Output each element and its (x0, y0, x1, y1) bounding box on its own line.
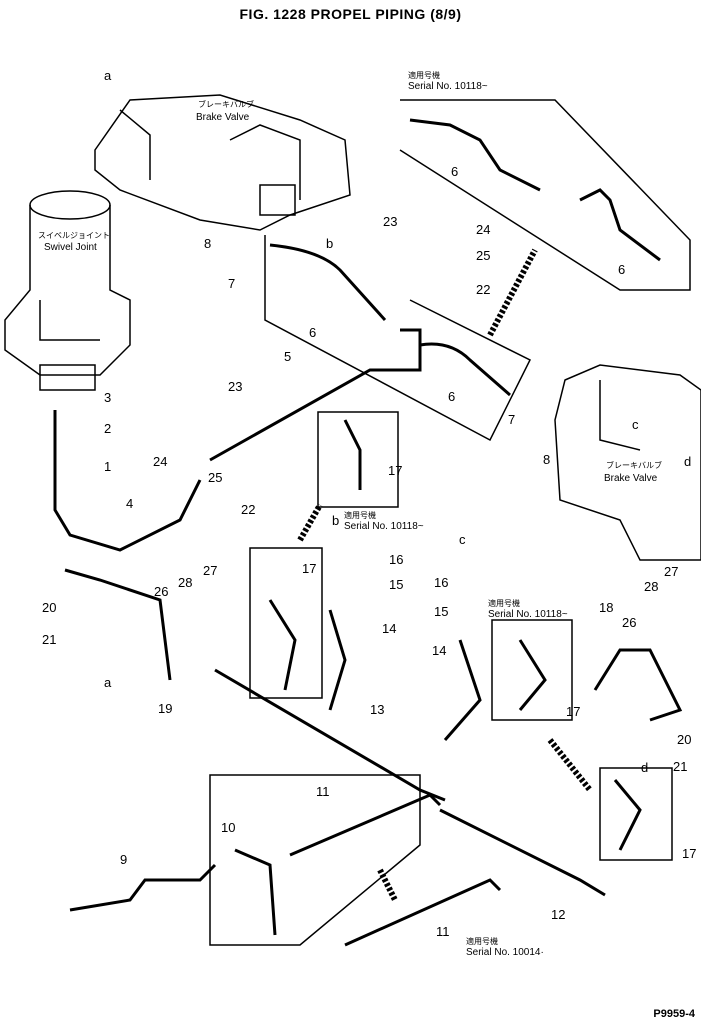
callout-7: 7 (508, 412, 515, 427)
callout-1: 1 (104, 459, 111, 474)
swivel-joint: スイベルジョイント Swivel Joint (4, 190, 131, 391)
serial-note-jp: 適用号機 (344, 510, 376, 520)
callout-21: 21 (42, 632, 56, 647)
callout-25: 25 (476, 248, 490, 263)
callout-24: 24 (153, 454, 167, 469)
brake-valve-right-jp-label: ブレーキバルブ (606, 460, 662, 470)
serial-note-jp: 適用号機 (466, 936, 498, 946)
callout-10: 10 (221, 820, 235, 835)
callout-15: 15 (389, 577, 403, 592)
variant-box-17d (599, 767, 673, 861)
pipes (53, 118, 683, 947)
view-arrow (297, 503, 323, 542)
callout-28: 28 (644, 579, 658, 594)
callout-16: 16 (434, 575, 448, 590)
callout-5: 5 (284, 349, 291, 364)
callout-25: 25 (208, 470, 222, 485)
callout-27: 27 (664, 564, 678, 579)
view-arrow (487, 248, 538, 337)
serial-note-jp: 適用号機 (408, 70, 440, 80)
brake-valve-right-label: Brake Valve (604, 473, 658, 484)
callout-21: 21 (673, 759, 687, 774)
callout-20: 20 (677, 732, 691, 747)
callout-11: 11 (316, 784, 330, 799)
variant-box-17a (317, 411, 399, 508)
brake-valve-label: Brake Valve (196, 112, 250, 123)
callout-11: 11 (436, 924, 450, 939)
callout-d: d (684, 454, 691, 469)
variant-box-top (399, 99, 691, 291)
callout-28: 28 (178, 575, 192, 590)
callout-4: 4 (126, 496, 133, 511)
callout-17: 17 (566, 704, 580, 719)
callout-9: 9 (120, 852, 127, 867)
callout-13: 13 (370, 702, 384, 717)
callout-12: 12 (551, 907, 565, 922)
figure-title: FIG. 1228 PROPEL PIPING (8/9) (239, 6, 462, 22)
callout-17: 17 (682, 846, 696, 861)
callout-24: 24 (476, 222, 490, 237)
callout-23: 23 (383, 214, 397, 229)
serial-note: Serial No. 10118~ (408, 81, 488, 92)
variant-box-17c (491, 619, 573, 721)
callout-18: 18 (599, 600, 613, 615)
swivel-joint-jp-label: スイベルジョイント (38, 231, 110, 240)
brake-valve-top: ブレーキバルブ Brake Valve (94, 94, 351, 231)
callout-22: 22 (241, 502, 255, 517)
callout-c: c (632, 417, 639, 432)
variant-box-10 (209, 774, 421, 946)
callout-26: 26 (154, 584, 168, 599)
callout-17: 17 (388, 463, 402, 478)
callout-6: 6 (451, 164, 458, 179)
callout-14: 14 (432, 643, 446, 658)
callout-6: 6 (448, 389, 455, 404)
serial-note-jp: 適用号機 (488, 598, 520, 608)
callout-c: c (459, 532, 466, 547)
callout-17: 17 (302, 561, 316, 576)
callout-a: a (104, 68, 112, 83)
callout-8: 8 (204, 236, 211, 251)
callout-19: 19 (158, 701, 172, 716)
callout-14: 14 (382, 621, 396, 636)
callout-23: 23 (228, 379, 242, 394)
variant-box-17b (249, 547, 323, 699)
brake-valve-right: ブレーキバルブ Brake Valve (554, 364, 701, 561)
callout-7: 7 (228, 276, 235, 291)
serial-note: Serial No. 10014· (466, 947, 544, 958)
callout-b: b (326, 236, 333, 251)
callout-3: 3 (104, 390, 111, 405)
callout-d: d (641, 760, 648, 775)
drawing-code: P9959-4 (653, 1008, 695, 1020)
callout-b: b (332, 513, 339, 528)
variant-box-hose (264, 235, 532, 442)
serial-note: Serial No. 10118~ (344, 521, 424, 532)
serial-note: Serial No. 10118~ (488, 609, 568, 620)
callout-6: 6 (309, 325, 316, 340)
callout-26: 26 (622, 615, 636, 630)
swivel-joint-label: Swivel Joint (44, 242, 97, 253)
callout-a: a (104, 675, 112, 690)
callout-27: 27 (203, 563, 217, 578)
callout-6: 6 (618, 262, 625, 277)
callout-16: 16 (389, 552, 403, 567)
view-arrow (377, 868, 398, 902)
view-arrow (547, 738, 593, 792)
callout-2: 2 (104, 421, 111, 436)
callout-22: 22 (476, 282, 490, 297)
callout-20: 20 (42, 600, 56, 615)
callout-15: 15 (434, 604, 448, 619)
brake-valve-jp-label: ブレーキバルブ (198, 99, 254, 109)
callout-8: 8 (543, 452, 550, 467)
